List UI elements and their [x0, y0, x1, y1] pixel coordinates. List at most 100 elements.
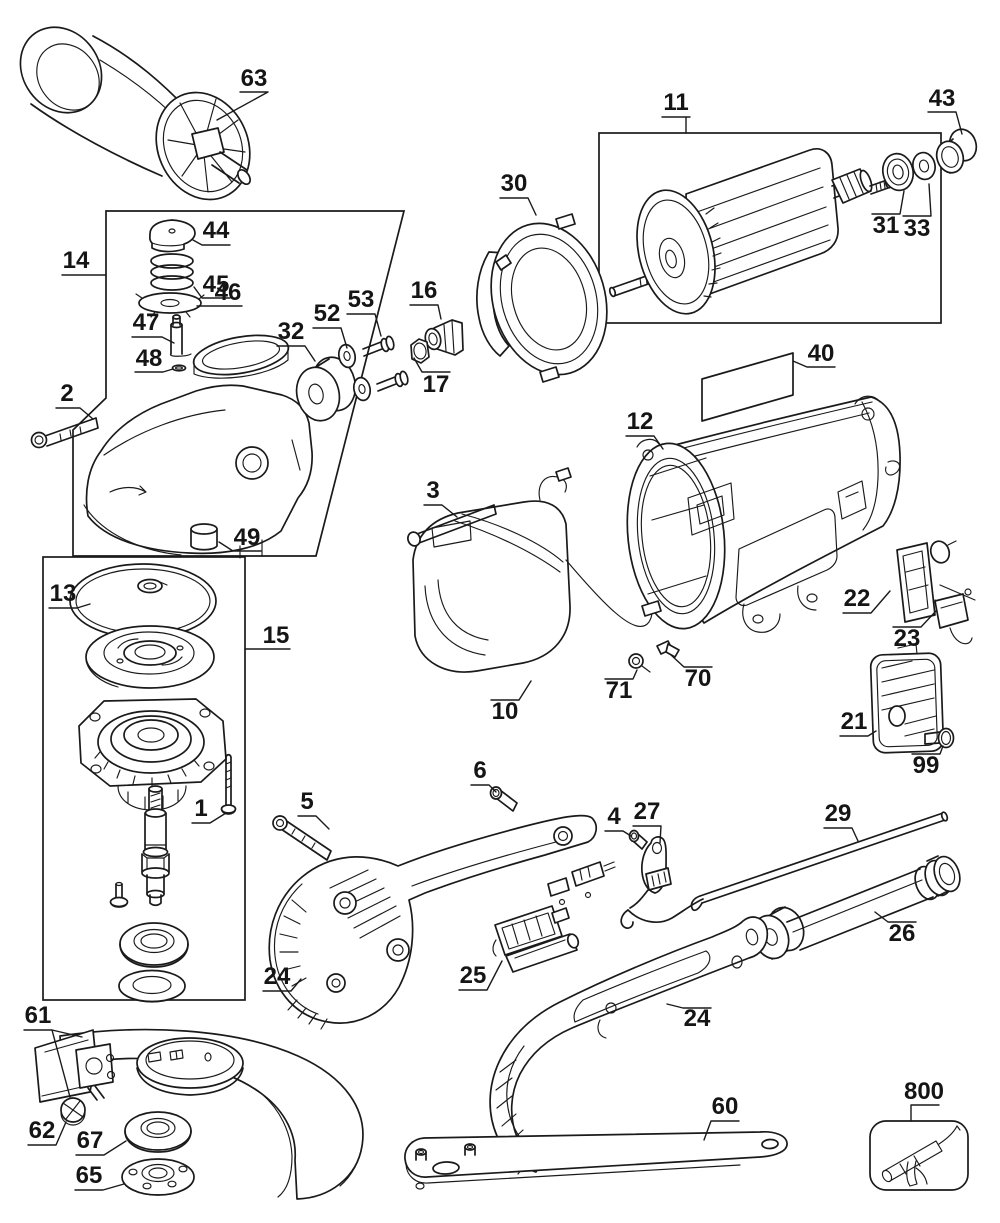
clamp-screw-62-drawing	[60, 1097, 86, 1126]
callout-label: 6	[473, 757, 486, 784]
callout-99: 99	[911, 745, 944, 779]
callout-label: 46	[215, 279, 242, 306]
callout-24-right: 24	[666, 1003, 712, 1032]
switch-drawing	[492, 861, 616, 973]
washers-52-drawing	[337, 343, 372, 402]
callout-label: 24	[264, 963, 291, 990]
connector-70-drawing	[656, 640, 680, 658]
callout-31: 31	[871, 190, 905, 239]
callout-label: 52	[314, 300, 341, 327]
callout-46: 46	[196, 279, 243, 307]
ring-terminal-71-drawing	[628, 653, 651, 673]
clamp-nut-65-drawing	[121, 1158, 195, 1196]
callout-26: 26	[874, 911, 917, 947]
bushing-49-drawing	[190, 523, 218, 551]
callout-label: 25	[460, 962, 487, 989]
callout-67: 67	[75, 1127, 127, 1156]
callout-53: 53	[346, 286, 382, 337]
callout-label: 12	[627, 408, 654, 435]
callout-24-left: 24	[262, 963, 302, 992]
brush-holder-drawing	[896, 540, 976, 623]
callout-70: 70	[670, 654, 713, 692]
o-ring-drawing	[171, 364, 187, 372]
callout-17: 17	[413, 357, 451, 398]
callout-2: 2	[55, 380, 94, 420]
screws-53-drawing	[362, 335, 409, 392]
armature-drawing	[608, 148, 892, 315]
callout-4: 4	[604, 803, 632, 837]
callout-label: 48	[136, 345, 163, 372]
callout-15: 15	[244, 622, 291, 650]
callout-23: 23	[892, 610, 937, 652]
callout-61: 61	[23, 1002, 83, 1098]
group-box-gear-case-assembly	[72, 210, 406, 557]
clutch-washer-32-drawing	[295, 356, 357, 422]
callout-label: 44	[203, 217, 230, 244]
callout-label: 17	[423, 371, 450, 398]
callout-62: 62	[27, 1117, 67, 1146]
callout-1: 1	[191, 795, 227, 824]
callout-30: 30	[499, 170, 537, 216]
callout-25: 25	[458, 960, 503, 991]
lock-pin-drawing	[169, 314, 192, 357]
plate-screw-drawing	[109, 881, 129, 908]
callout-label: 45	[203, 271, 230, 298]
callout-label: 99	[913, 752, 940, 779]
callout-label: 63	[241, 65, 268, 92]
screw-2-drawing	[30, 417, 99, 449]
collet-nut-16-drawing	[424, 319, 464, 356]
callout-label: 31	[873, 212, 900, 239]
callout-label: 21	[841, 708, 868, 735]
callouts: 63 14 44 45 46 47 48 2 32 52 53 16 17 49…	[23, 65, 963, 1191]
callout-label: 40	[808, 340, 835, 367]
callout-label: 24	[684, 1005, 711, 1032]
gear-case-housing-drawing	[83, 334, 313, 559]
lock-off-lever-drawing	[629, 836, 672, 909]
callout-label: 67	[77, 1127, 104, 1154]
callout-label: 10	[492, 698, 519, 725]
callout-44: 44	[192, 217, 231, 246]
callout-label: 3	[426, 477, 439, 504]
callout-label: 71	[606, 677, 633, 704]
callout-800: 800	[904, 1078, 944, 1122]
callout-label: 1	[194, 795, 207, 822]
callout-43: 43	[927, 85, 963, 135]
callout-32: 32	[276, 318, 316, 362]
field-coil-drawing	[412, 467, 662, 673]
callout-label: 11	[663, 89, 688, 116]
callout-label: 4	[607, 803, 621, 830]
callout-label: 60	[712, 1093, 739, 1120]
spindle-bearing-drawing	[119, 922, 189, 968]
spindle-washer-drawing	[118, 969, 186, 1003]
bearing-33-drawing	[912, 151, 936, 181]
callout-63: 63	[216, 65, 269, 121]
callout-label: 14	[63, 247, 90, 274]
inner-flange-67-drawing	[124, 1111, 192, 1153]
callout-16: 16	[409, 277, 442, 320]
callout-40: 40	[792, 340, 836, 368]
lock-cam-plate-drawing	[135, 292, 205, 318]
callout-label: 27	[634, 798, 661, 825]
callout-71: 71	[604, 669, 638, 704]
sleeve-43-drawing	[935, 128, 978, 174]
callout-label: 32	[278, 318, 305, 345]
label-40-drawing	[701, 352, 794, 422]
wheel-guard-drawing	[34, 1028, 364, 1200]
callout-label: 49	[234, 524, 261, 551]
callout-5: 5	[297, 788, 330, 830]
callout-6: 6	[470, 757, 497, 793]
wave-spring-drawing	[150, 253, 194, 291]
callout-52: 52	[312, 300, 348, 349]
callout-29: 29	[823, 800, 859, 842]
screw-99-drawing	[924, 727, 955, 749]
carbon-brush-drawing	[934, 593, 973, 645]
motor-housing-drawing	[626, 395, 901, 633]
spindle-lock-cap-drawing	[148, 219, 196, 253]
callout-27: 27	[632, 798, 662, 844]
callout-label: 53	[348, 286, 375, 313]
fan-baffle-drawing	[476, 213, 608, 383]
diaphragm-disc-13-drawing	[69, 563, 217, 639]
callout-label: 30	[501, 170, 528, 197]
